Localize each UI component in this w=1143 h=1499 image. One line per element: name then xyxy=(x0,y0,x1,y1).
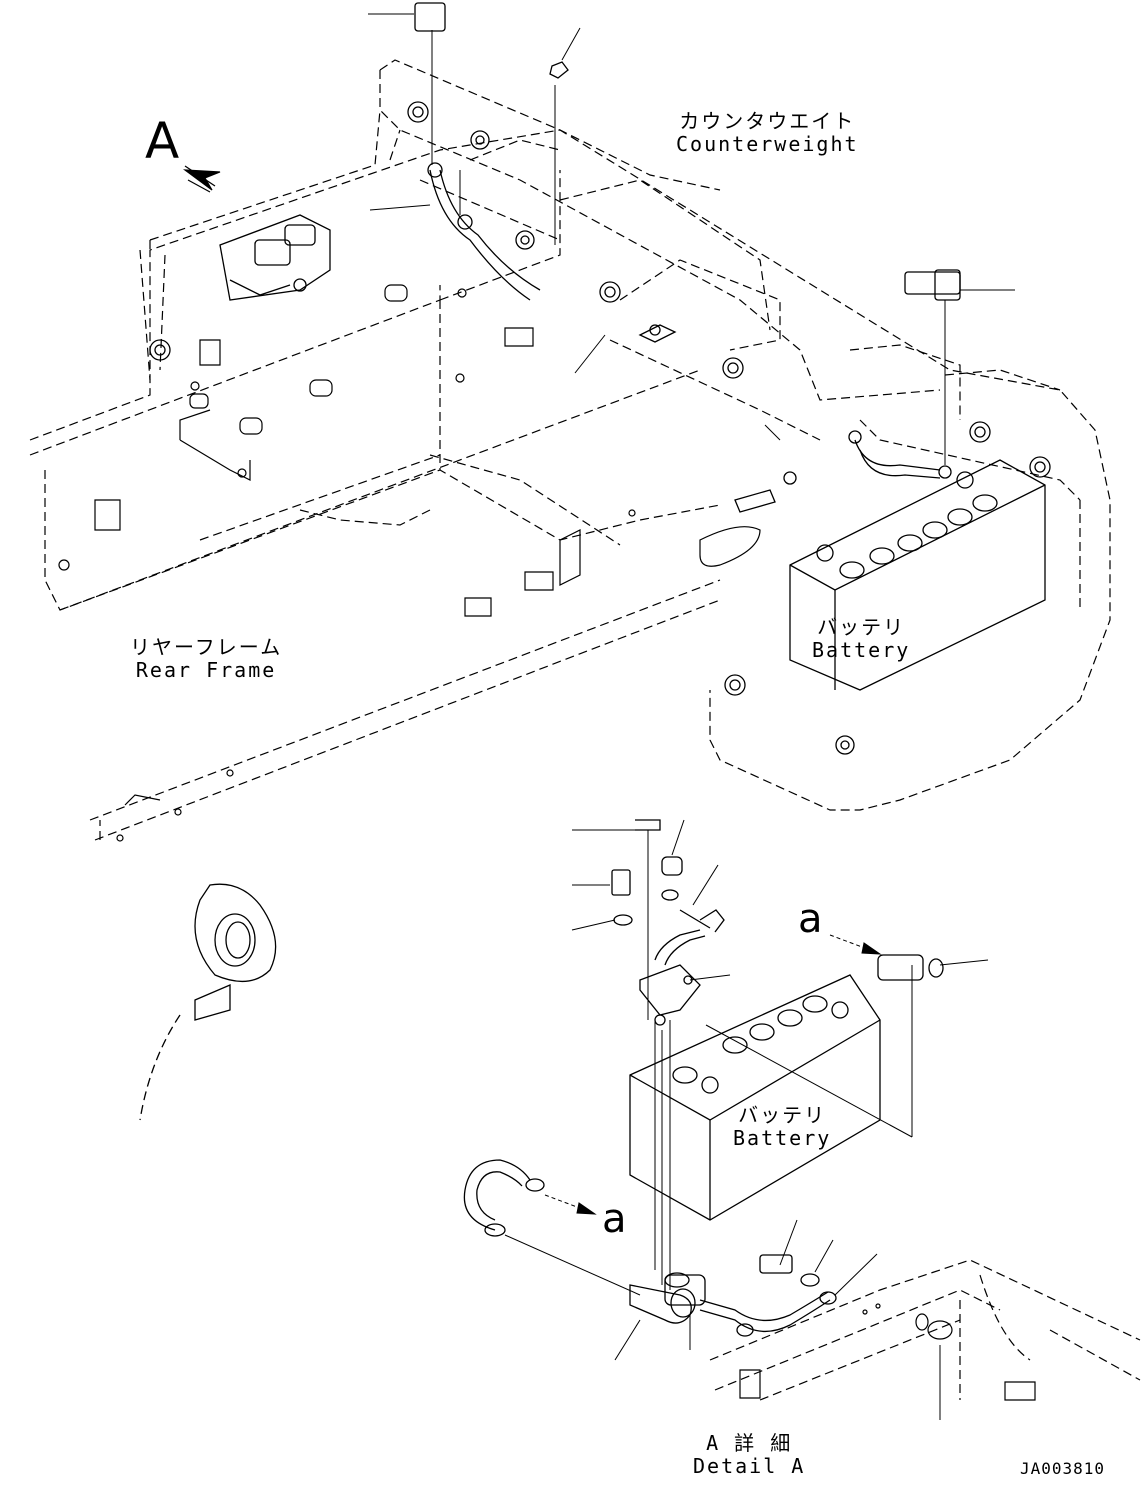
counterweight-outline xyxy=(140,60,1110,810)
lower-frame xyxy=(710,1260,1140,1400)
view-a-arrow xyxy=(185,166,220,192)
lower-battery-label-en: Battery xyxy=(733,1126,832,1150)
counterweight-label-jp: カウンタウエイト xyxy=(679,109,856,133)
view-a-callout: A xyxy=(145,112,180,170)
counterweight-holes xyxy=(150,102,1050,754)
upper-battery xyxy=(790,460,1045,690)
rear-frame-label-jp: リヤーフレーム xyxy=(130,635,283,659)
detail-a-label-jp: A 詳 細 xyxy=(706,1431,793,1455)
upper-battery-label: バッテリ Battery xyxy=(812,616,910,662)
lower-battery xyxy=(630,975,880,1220)
upper-left-cable-assembly xyxy=(220,163,540,300)
detail-a-label: A 詳 細 Detail A xyxy=(693,1432,805,1478)
counterweight-label-en: Counterweight xyxy=(676,132,859,156)
ref-a-callout-bottom: a xyxy=(602,1196,627,1242)
upper-battery-cable xyxy=(735,431,951,512)
drawing-number: JA003810 xyxy=(1020,1459,1106,1478)
rear-frame-label-en: Rear Frame xyxy=(135,658,277,682)
ground-cable xyxy=(464,1160,836,1336)
frame-details xyxy=(59,285,760,841)
ref-a-arrows xyxy=(545,935,880,1214)
leader-lines-lower xyxy=(505,820,988,1420)
rear-frame-outline xyxy=(30,130,720,840)
ref-a-callout-top: a xyxy=(798,896,823,942)
frame-pipe-end xyxy=(140,884,276,1120)
upper-connector xyxy=(415,3,960,300)
counterweight-ground-cable xyxy=(640,325,675,342)
upper-battery-label-jp: バッテリ xyxy=(817,615,906,639)
battery-bracket xyxy=(640,930,705,1025)
lower-battery-label-jp: バッテリ xyxy=(738,1103,827,1127)
lower-frame-parts xyxy=(740,1304,1035,1400)
leader-lines-upper xyxy=(368,14,1015,465)
detail-a-label-en: Detail A xyxy=(693,1454,806,1478)
lower-battery-label: バッテリ Battery xyxy=(733,1104,831,1150)
upper-battery-label-en: Battery xyxy=(812,638,911,662)
counterweight-label: カウンタウエイト Counterweight xyxy=(676,110,859,156)
rear-frame-label: リヤーフレーム Rear Frame xyxy=(130,636,282,682)
